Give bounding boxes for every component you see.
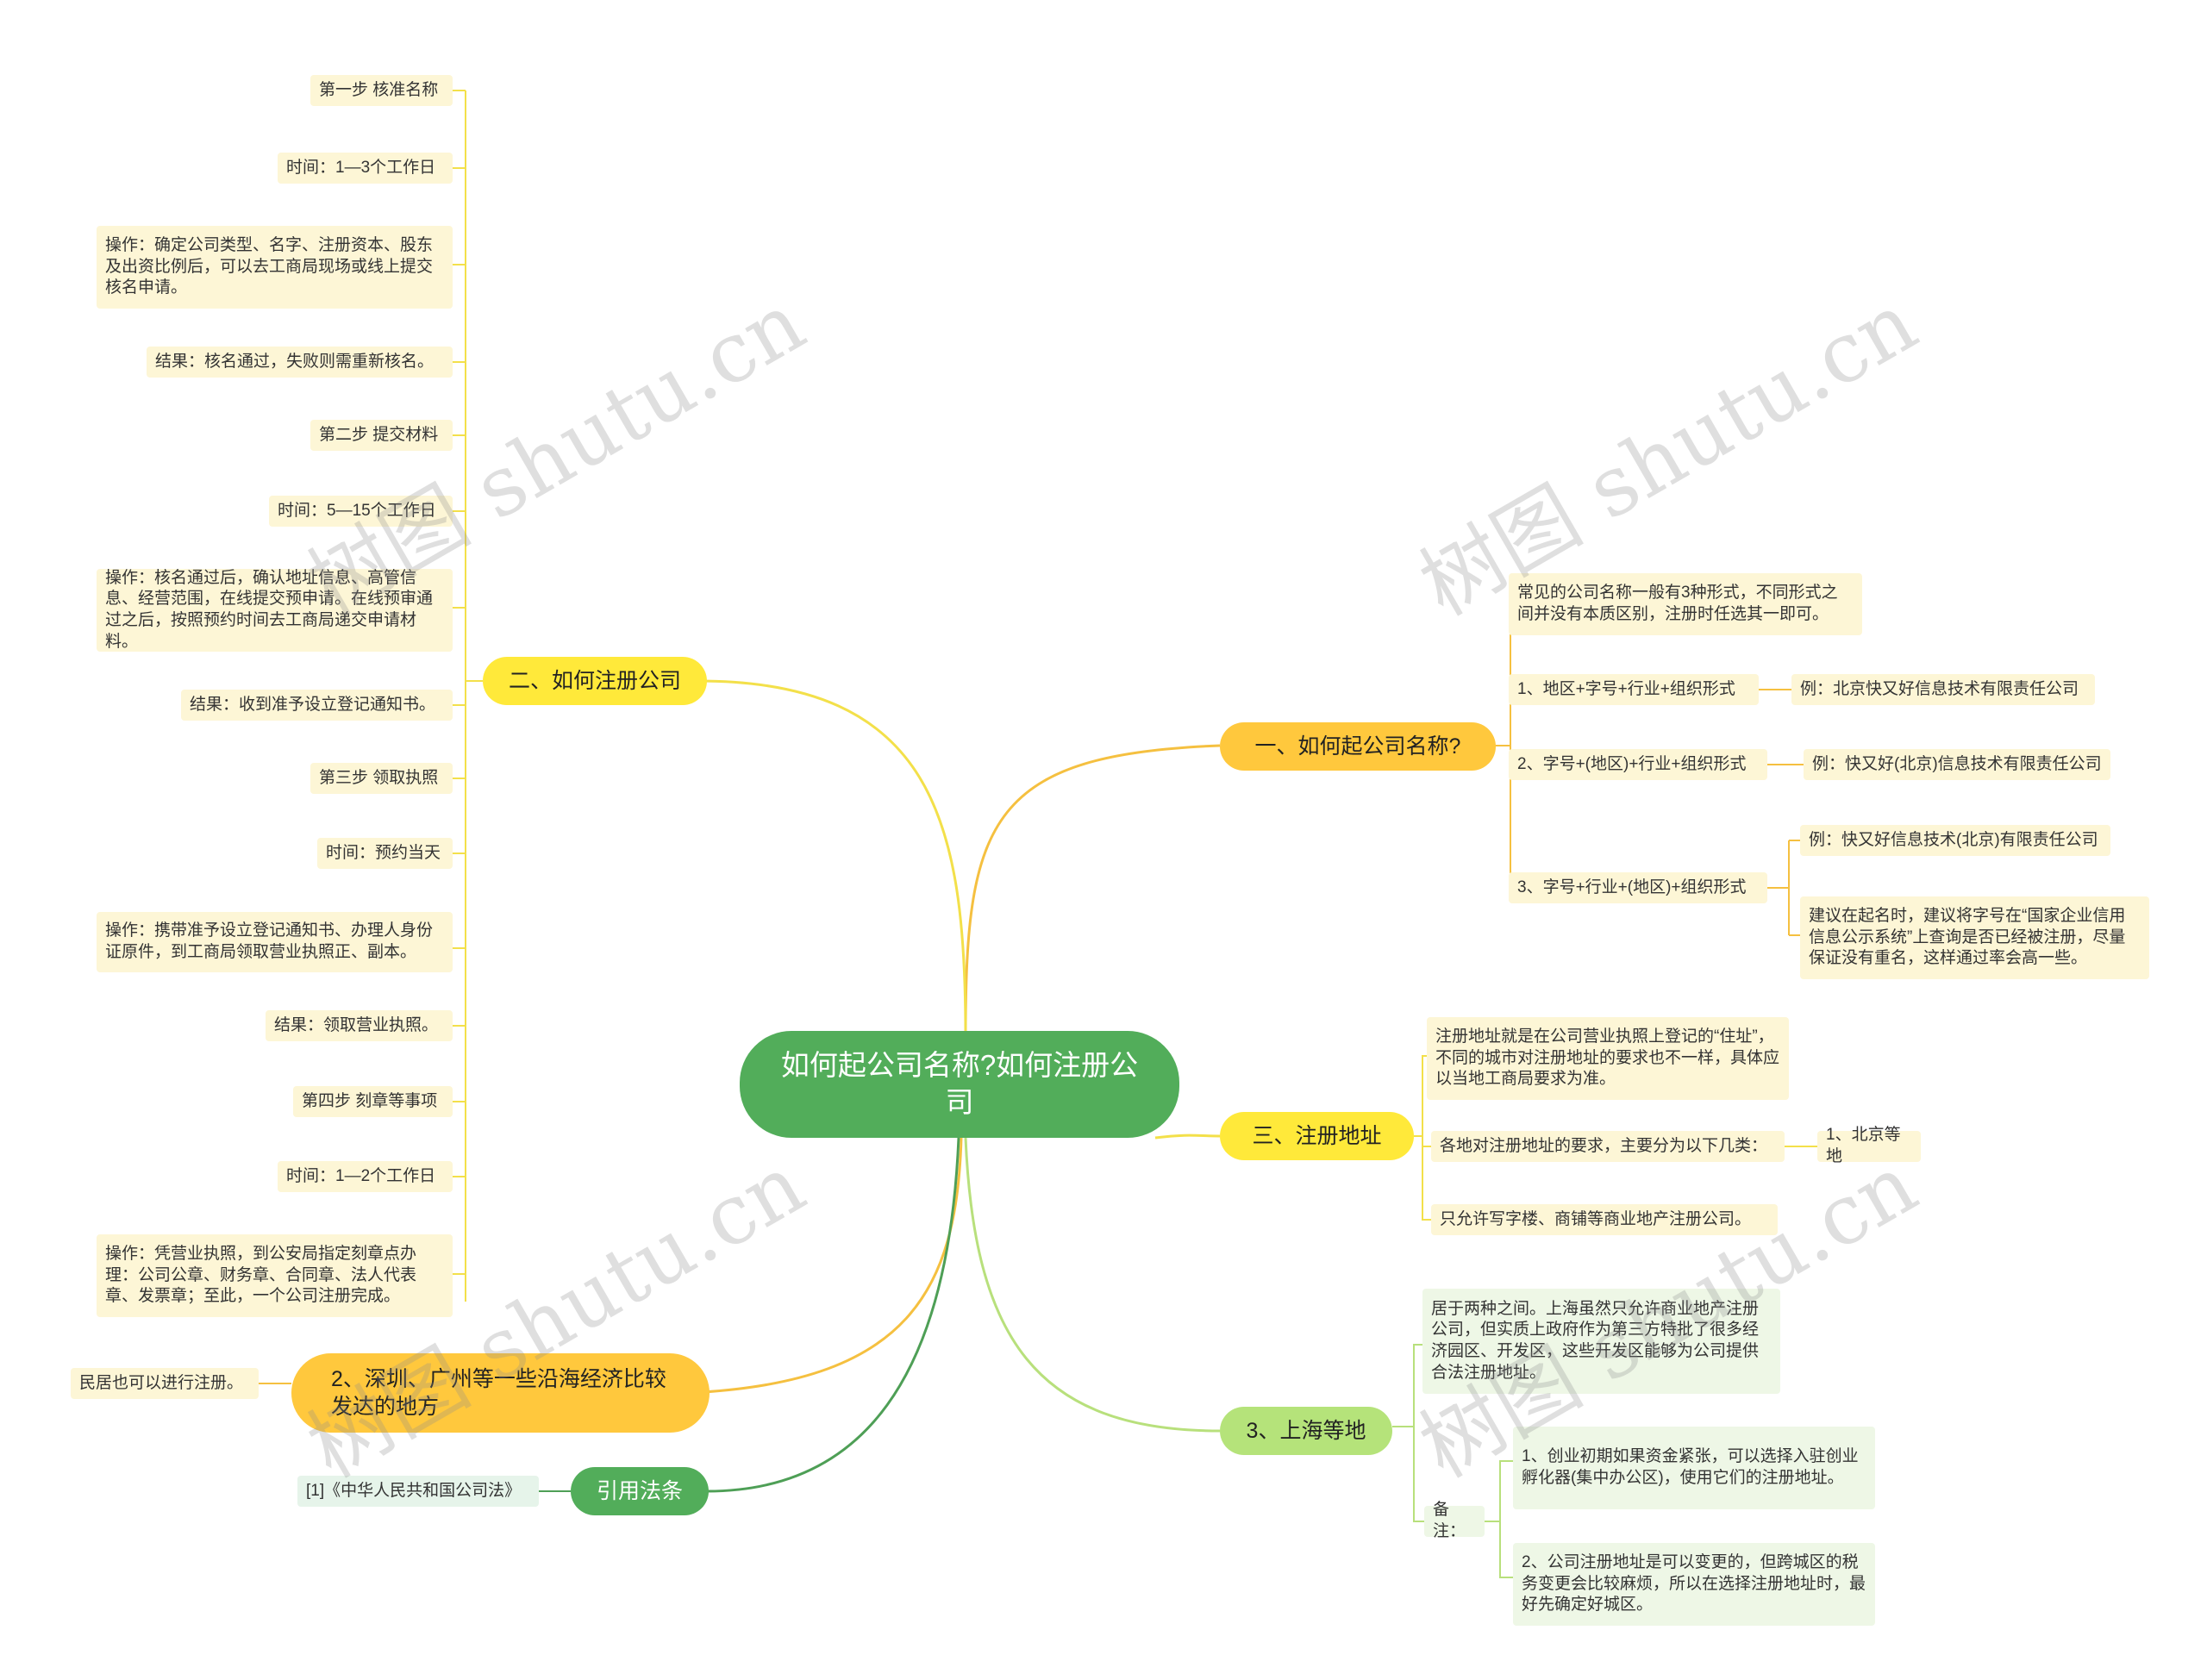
- step-1-title[interactable]: 第一步 核准名称: [310, 75, 453, 106]
- shanghai-remark-label[interactable]: 备注：: [1424, 1501, 1485, 1540]
- step-3-operation[interactable]: 操作：携带准予设立登记通知书、办理人身份证原件，到工商局领取营业执照正、副本。: [97, 912, 453, 972]
- step-2-operation[interactable]: 操作：核名通过后，确认地址信息、高管信息、经营范围，在线提交预申请。在线预审通过…: [97, 569, 453, 652]
- name-form-2-example[interactable]: 例：快又好(北京)信息技术有限责任公司: [1804, 749, 2110, 780]
- address-beijing[interactable]: 1、北京等地: [1817, 1126, 1921, 1165]
- step-4-time[interactable]: 时间：1—2个工作日: [278, 1161, 453, 1192]
- shanghai-remark-2[interactable]: 2、公司注册地址是可以变更的，但跨城区的税务变更会比较麻烦，所以在选择注册地址时…: [1513, 1543, 1875, 1626]
- step-1-result[interactable]: 结果：核名通过，失败则需重新核名。: [147, 347, 453, 378]
- name-form-3-advice[interactable]: 建议在起名时，建议将字号在“国家企业信用信息公示系统”上查询是否已经被注册，尽量…: [1800, 896, 2149, 979]
- step-1-operation[interactable]: 操作：确定公司类型、名字、注册资本、股东及出资比例后，可以去工商局现场或线上提交…: [97, 226, 453, 309]
- step-4-operation[interactable]: 操作：凭营业执照，到公安局指定刻章点办理：公司公章、财务章、合同章、法人代表章、…: [97, 1234, 453, 1317]
- branch-register-company[interactable]: 二、如何注册公司: [483, 657, 707, 705]
- branch-shenzhen-guangzhou[interactable]: 2、深圳、广州等一些沿海经济比较发达的地方: [291, 1353, 710, 1433]
- address-definition[interactable]: 注册地址就是在公司营业执照上登记的“住址”，不同的城市对注册地址的要求也不一样，…: [1427, 1017, 1789, 1100]
- step-3-result[interactable]: 结果：领取营业执照。: [266, 1010, 453, 1041]
- address-commercial-only[interactable]: 只允许写字楼、商铺等商业地产注册公司。: [1431, 1204, 1778, 1235]
- law-reference[interactable]: [1]《中华人民共和国公司法》: [297, 1476, 539, 1507]
- step-2-time[interactable]: 时间：5—15个工作日: [269, 496, 453, 527]
- address-requirements[interactable]: 各地对注册地址的要求，主要分为以下几类：: [1431, 1131, 1785, 1162]
- branch-registered-address[interactable]: 三、注册地址: [1220, 1112, 1414, 1160]
- branch-cited-law[interactable]: 引用法条: [571, 1467, 709, 1515]
- step-2-title[interactable]: 第二步 提交材料: [310, 420, 453, 451]
- step-4-title[interactable]: 第四步 刻章等事项: [293, 1086, 453, 1117]
- name-form-3[interactable]: 3、字号+行业+(地区)+组织形式: [1509, 872, 1767, 903]
- name-form-1-example[interactable]: 例：北京快又好信息技术有限责任公司: [1791, 674, 2095, 705]
- name-form-3-example[interactable]: 例：快又好信息技术(北京)有限责任公司: [1800, 825, 2110, 856]
- name-form-1[interactable]: 1、地区+字号+行业+组织形式: [1509, 674, 1759, 705]
- root-topic[interactable]: 如何起公司名称?如何注册公司: [740, 1031, 1179, 1138]
- name-intro[interactable]: 常见的公司名称一般有3种形式，不同形式之间并没有本质区别，注册时任选其一即可。: [1509, 573, 1862, 635]
- shanghai-remark-1[interactable]: 1、创业初期如果资金紧张，可以选择入驻创业孵化器(集中办公区)，使用它们的注册地…: [1513, 1427, 1875, 1509]
- name-form-2[interactable]: 2、字号+(地区)+行业+组织形式: [1509, 749, 1767, 780]
- branch-shanghai[interactable]: 3、上海等地: [1220, 1407, 1392, 1455]
- branch-company-name[interactable]: 一、如何起公司名称?: [1220, 722, 1496, 771]
- shenzhen-note[interactable]: 民居也可以进行注册。: [71, 1368, 259, 1399]
- step-3-title[interactable]: 第三步 领取执照: [310, 763, 453, 794]
- step-2-result[interactable]: 结果：收到准予设立登记通知书。: [181, 690, 453, 721]
- shanghai-between[interactable]: 居于两种之间。上海虽然只允许商业地产注册公司，但实质上政府作为第三方特批了很多经…: [1422, 1289, 1780, 1394]
- step-3-time[interactable]: 时间：预约当天: [317, 838, 453, 869]
- step-1-time[interactable]: 时间：1—3个工作日: [278, 153, 453, 184]
